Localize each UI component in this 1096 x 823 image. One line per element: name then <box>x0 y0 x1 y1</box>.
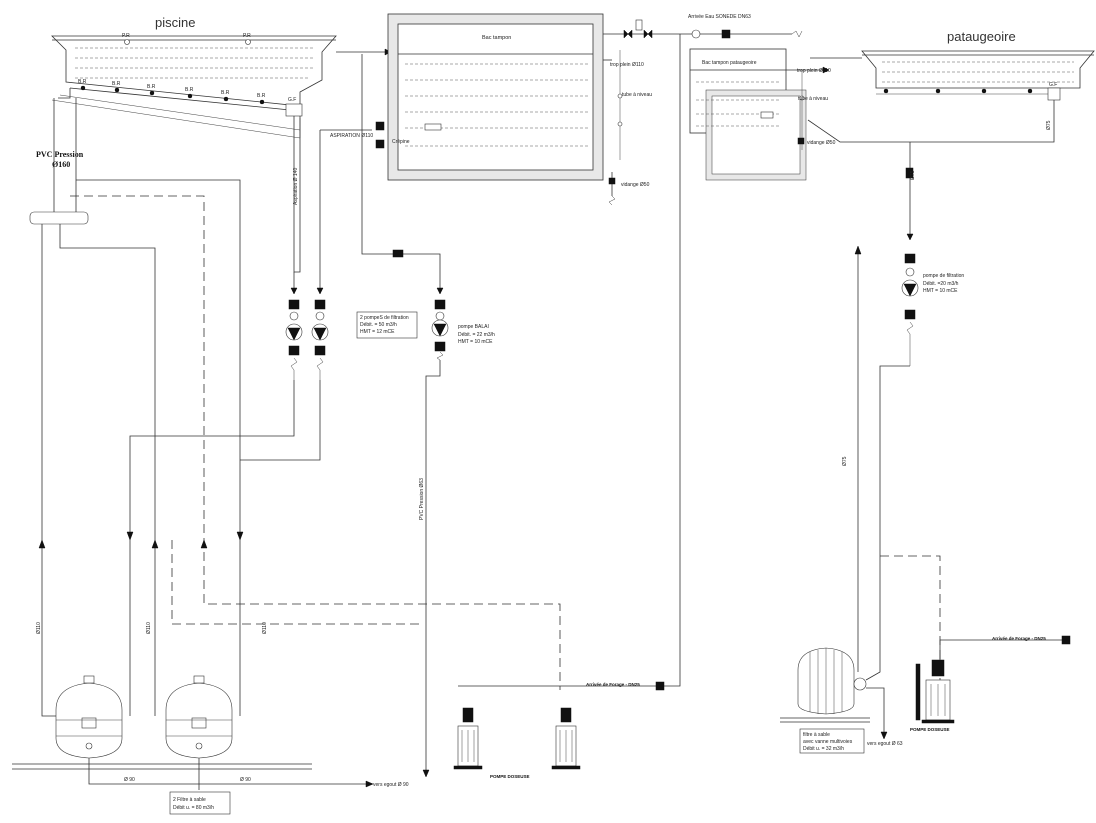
d90-label-2: Ø 90 <box>240 777 251 783</box>
d110-label-3: Ø110 <box>262 622 268 634</box>
d90-label-1: Ø 90 <box>124 777 135 783</box>
left-pipework: Aspiration Ø 140 PVC Pression Ø160 Ø11 <box>29 54 561 778</box>
pump-patau <box>901 253 919 366</box>
pvc-pression-160-l1: PVC Pression <box>36 150 84 159</box>
svg-text:HMT = 12 mCE: HMT = 12 mCE <box>360 329 395 335</box>
patau-main-drain <box>1047 87 1061 101</box>
bac-tampon-pataugeoire: Bac tampon pataugeoire tube à niveau tro… <box>689 48 836 181</box>
d75-label-1: Ø75 <box>1046 120 1052 130</box>
svg-text:G.F: G.F <box>1049 82 1057 88</box>
svg-text:B.R: B.R <box>147 84 156 90</box>
multiport-valve <box>853 677 867 691</box>
filtration-pumps: 2 pompeS de filtration Débit. = 50 m3/h … <box>285 299 495 380</box>
patau-filter-and-dosing: filtre à sable avec vanne multivoies Déb… <box>780 635 1071 754</box>
vidange-label-2: vidange Ø50 <box>807 140 836 146</box>
tube-niveau-label-1: tube à niveau <box>622 92 652 98</box>
floor-drains: B.R B.R B.R B.R B.R B.R <box>78 79 266 105</box>
svg-text:B.R: B.R <box>78 79 87 85</box>
trop-plein-label-2: trop plein Ø110 <box>797 68 831 74</box>
aspiration-valve-2 <box>375 139 385 149</box>
aspiration-valve-1 <box>375 121 385 131</box>
inlet-valve-2 <box>643 29 653 39</box>
svg-text:HMT = 10 mCE: HMT = 10 mCE <box>458 339 493 345</box>
pump-1 <box>285 299 303 380</box>
dosing-pump-3 <box>915 659 955 724</box>
pompe-filtration-patau-title: pompe de filtration <box>923 273 964 279</box>
svg-text:B.R: B.R <box>112 81 121 87</box>
vers-egout-90-label: vers egout Ø 90 <box>373 782 409 788</box>
pompe-doseuse-label-1: POMPE DOSEUSE <box>490 774 530 779</box>
inlet-valve-3 <box>721 29 731 39</box>
main-drain-gf <box>285 103 303 117</box>
pump-2 <box>311 299 329 380</box>
info-box-filtre-patau <box>799 728 865 754</box>
dosing-pumps-center: Arrivée de Forage - DN25 POMPE DOSEUSE <box>453 681 665 779</box>
bac-tampon-patau-label: Bac tampon pataugeoire <box>702 60 757 66</box>
piscine-pool: piscine P.R P.R B.R B.R B.R B.R B.R B.R <box>51 15 392 139</box>
dosing-pump-1 <box>453 707 483 770</box>
pataugeoire-title: pataugeoire <box>947 29 1016 44</box>
trop-plein-label-1: trop plein Ø110 <box>610 62 644 68</box>
dosing-pump-2 <box>551 707 581 770</box>
d75-label-2: Ø75 <box>842 456 848 466</box>
svg-text:Débit u. = 32 m3/h: Débit u. = 32 m3/h <box>803 746 844 752</box>
bac-tampon: Bac tampon Crépine ASPIRATION Ø110 tube … <box>330 13 652 206</box>
pvc-pression-63-label: PVC Pression Ø63 <box>419 478 425 520</box>
pompe-doseuse-label-2: POMPE DOSEUSE <box>910 727 950 732</box>
svg-text:B.R: B.R <box>185 87 194 93</box>
pompe-balai-title: pompe BALAI <box>458 324 489 330</box>
nozzle-pr-label-2: P.R <box>243 33 251 39</box>
nozzle-pr-2 <box>245 39 251 45</box>
piscine-title: piscine <box>155 15 195 30</box>
vidange-label-1: vidange Ø50 <box>621 182 650 188</box>
inlet-valve-1 <box>623 29 633 39</box>
svg-text:2 Filtre à sable: 2 Filtre à sable <box>173 797 206 803</box>
svg-text:Débit. = 22 m3/h: Débit. = 22 m3/h <box>458 332 495 338</box>
right-pipework: pompe de filtration Débit. =20 m3/h HMT … <box>842 142 964 747</box>
svg-text:HMT = 10 mCE: HMT = 10 mCE <box>923 288 958 294</box>
svg-text:2 pompeS de filtration: 2 pompeS de filtration <box>360 315 409 321</box>
d75-label-3: Ø75 <box>910 170 916 180</box>
d110-label-2: Ø110 <box>146 622 152 634</box>
bac-tampon-label: Bac tampon <box>482 35 511 41</box>
vers-egout-63-label: vers egout Ø 63 <box>867 741 903 747</box>
main-drain-label: G.F <box>288 97 296 103</box>
aspiration-140-label: Aspiration Ø 140 <box>293 168 299 205</box>
svg-text:Débit. =20 m3/h: Débit. =20 m3/h <box>923 281 959 287</box>
sand-filter-1 <box>55 675 123 759</box>
balai-line-valve <box>392 249 404 258</box>
nozzle-pr-label-1: P.R <box>122 33 130 39</box>
d110-label-1: Ø110 <box>36 622 42 634</box>
info-box-filtres-sable <box>169 791 231 815</box>
arrivee-forage-label-2: Arrivée de Forage - DN25 <box>992 636 1046 641</box>
svg-text:avec vanne multivoies: avec vanne multivoies <box>803 739 853 745</box>
svg-text:Débit. = 50 m3/h: Débit. = 50 m3/h <box>360 322 397 328</box>
svg-text:Débit u. = 80 m3/h: Débit u. = 80 m3/h <box>173 805 214 811</box>
sand-filters: Ø 90 Ø 90 vers egout Ø 90 2 Filtre à sab… <box>12 675 409 815</box>
svg-text:filtre à sable: filtre à sable <box>803 732 830 738</box>
arrivee-eau-label: Arrivée Eau SONEDE DN63 <box>688 14 751 20</box>
pataugeoire-pool: pataugeoire G.F Ø75 <box>807 29 1095 143</box>
water-meter <box>691 29 701 39</box>
sand-filter-2 <box>165 675 233 759</box>
svg-text:B.R: B.R <box>257 93 266 99</box>
crepine-label: Crépine <box>392 139 410 145</box>
svg-text:B.R: B.R <box>221 90 230 96</box>
vidange-valve-2 <box>797 137 805 145</box>
crepine-strainer <box>424 123 442 131</box>
vidange-valve-1 <box>608 177 616 185</box>
pvc-pression-160-l2: Ø160 <box>52 160 70 169</box>
arrivee-forage-label-1: Arrivée de Forage - DN25 <box>586 682 640 687</box>
collector-pvc-160 <box>29 211 89 225</box>
info-box-pompes-filtration <box>356 311 418 339</box>
pump-balai <box>431 299 449 361</box>
nozzle-pr-1 <box>124 39 130 45</box>
aspiration-110-label: ASPIRATION Ø110 <box>330 133 373 139</box>
tube-niveau-label-2: tube à niveau <box>798 96 828 102</box>
